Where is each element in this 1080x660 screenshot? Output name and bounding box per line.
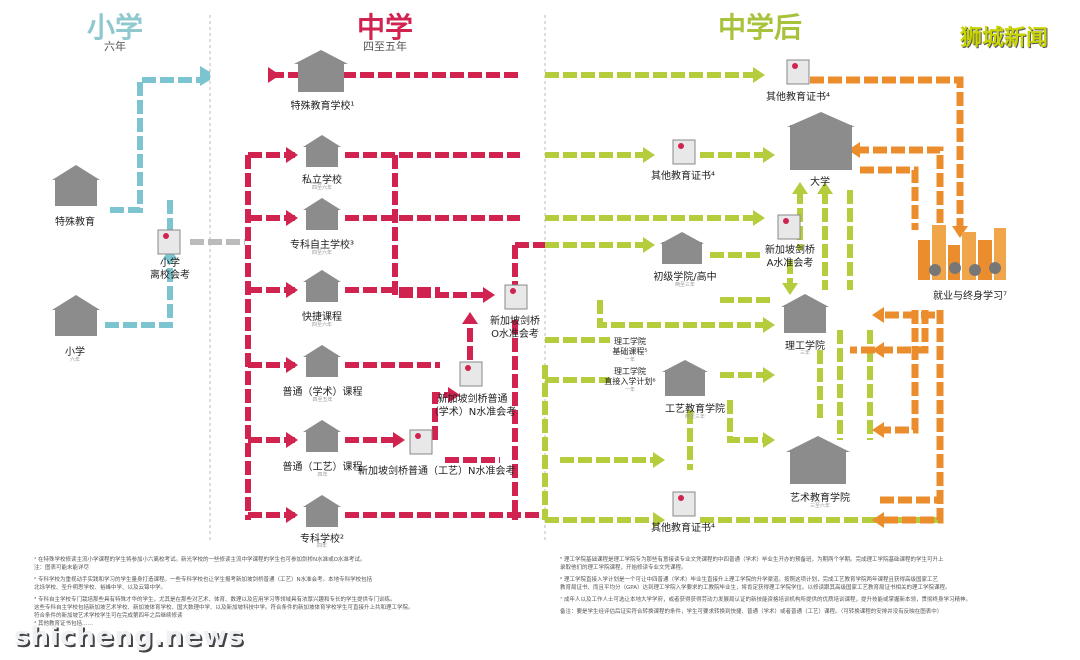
note-line: 备注：要是学生经评估后证实符合转换课程的条件，学生可要求转换到快捷、普通（学术）… [560, 609, 943, 615]
note-line: 注：图表可能未能详尽 [34, 565, 90, 571]
primary-school-sub: 六年 [69, 357, 80, 363]
ite-label: 工艺教育学院 [665, 404, 725, 415]
specialised-school-label: 专科学校² [299, 534, 344, 545]
note-line: ⁶ 理工学院直接入学计划是一个可让中四普通（学术）毕业生直接升上理工学院的升学渠… [560, 577, 938, 583]
col-secondary-sub: 四至五年 [363, 40, 407, 53]
normal-academic-icon [303, 345, 341, 377]
teal-flows [105, 77, 200, 328]
other-cert-bottom-label: 其他教育证书⁴ [650, 523, 715, 534]
poly-foundation-label-1: 理工学院 [614, 337, 646, 346]
other-cert-mid-icon [672, 139, 696, 165]
a-level-label-2: A水准会考 [766, 258, 814, 269]
n-tech-label: 新加坡剑桥普通（工艺）N水准会考 [358, 466, 516, 477]
n-tech-cert-icon [409, 429, 433, 455]
note-line: ³ 专科自主学校专门栽培那些具有特殊才华的学生，尤其是在那些对艺术、体育、数理以… [34, 597, 396, 603]
col-primary-title: 小学 [86, 11, 143, 44]
note-line: ⁵ 理工学院基础课程是理工学院专为那些有意接读专业文凭课程的中四普通（学术）毕业… [560, 557, 944, 563]
special-ed-school-label: 特殊教育学校¹ [290, 101, 355, 112]
notes-right: ⁵ 理工学院基础课程是理工学院专为那些有意接读专业文凭课程的中四普通（学术）毕业… [560, 556, 1065, 616]
a-level-label-1: 新加坡剑桥 [765, 245, 815, 256]
jc-icon [660, 232, 704, 264]
col-secondary-title: 中学 [356, 11, 413, 44]
ite-icon [662, 360, 708, 396]
poly-direct-label-2: 直接入学计划⁶ [604, 377, 656, 386]
primary-school-label: 小学 [65, 347, 85, 358]
specialised-school-sub: 四年 [316, 543, 327, 549]
ite-sub: 两至三年 [684, 414, 705, 420]
poly-foundation-label-2: 基础课程⁵ [612, 347, 648, 356]
orange-flows [810, 76, 964, 524]
specialised-indep-icon [303, 198, 341, 230]
red-flows [245, 72, 545, 520]
watermark-bottom: shicheng.news [14, 622, 245, 652]
building-icons [52, 50, 855, 527]
normal-technical-sub: 四年 [317, 472, 328, 478]
o-level-cert-icon [504, 284, 528, 310]
watermark-top: 狮城新闻 [960, 26, 1049, 51]
special-ed-label: 特殊教育 [55, 217, 95, 228]
o-level-label-1: 新加坡剑桥 [490, 316, 540, 327]
note-line: 教育局证书、而且平均分（GPA）达到理工学院入学要求的工教院毕业生，将肯定获得理… [560, 585, 951, 591]
note-line: ² 专科学校为重视动手实践和学习的学生量身打造课程。一些专科学校也让学生报考新加… [34, 577, 373, 583]
n-acad-label-1: 新加坡剑桥普通 [437, 394, 508, 405]
n-acad-label-2: （学术）N水准会考 [428, 407, 517, 418]
normal-technical-label: 普通（工艺）课程 [282, 462, 363, 473]
note-line: 录取他们的理工学院课程，开始修读专业文凭课程。 [560, 565, 687, 571]
arrowheads [162, 66, 968, 528]
jc-label: 初级学院/高中 [653, 272, 717, 283]
specialised-school-icon [303, 495, 341, 527]
jc-sub: 两至三年 [674, 282, 695, 288]
note-line: 这些专科自主学校包括新加坡艺术学校、新加坡体育学校、国大数理中学、以及新加坡科技… [34, 605, 414, 611]
arts-label: 艺术教育学院 [790, 493, 850, 504]
a-level-cert-icon [777, 214, 801, 240]
other-cert-bottom-icon [672, 491, 696, 517]
university-icon [787, 112, 855, 170]
other-cert-top-icon [786, 59, 810, 85]
note-line: ⁴ 其他教育证书包括…… [34, 621, 93, 627]
private-school-icon [303, 135, 341, 167]
polytechnic-sub: 三年 [799, 350, 810, 356]
specialised-indep-label: 专科自主学校³ [289, 240, 354, 251]
notes-left: ¹ 在特殊学校修读主流小学课程的学生将参加小六离校考试。新光学校的一些修读主流中… [34, 556, 534, 628]
certificate-icons [157, 59, 810, 517]
specialised-indep-sub: 四至六年 [311, 250, 332, 256]
other-cert-mid-label: 其他教育证书⁴ [650, 171, 715, 182]
express-sub: 四至六年 [311, 322, 332, 328]
express-label: 快捷课程 [302, 312, 342, 323]
poly-foundation-sub: 一年 [624, 357, 635, 363]
psle-cert-icon [157, 229, 181, 255]
private-school-sub: 四至六年 [311, 185, 332, 191]
normal-technical-icon [303, 420, 341, 452]
other-cert-top-label: 其他教育证书⁴ [765, 92, 830, 103]
col-primary-sub: 六年 [104, 40, 126, 53]
private-school-label: 私立学校 [302, 175, 342, 186]
poly-direct-label-1: 理工学院 [614, 367, 646, 376]
arts-sub: 三至六年 [809, 503, 830, 509]
express-icon [303, 270, 341, 302]
col-post-title: 中学后 [717, 11, 802, 44]
poly-direct-sub: 一年 [624, 387, 635, 393]
arts-icon [786, 436, 850, 484]
polytechnic-label: 理工学院 [785, 341, 825, 352]
career-cityscape-icon [918, 225, 1006, 280]
note-line: ⁷ 成年人以及工作人士可选让本地大学学府，或者获得获得劳动力发展局认证的新技能资… [560, 597, 971, 603]
green-flows [542, 72, 940, 523]
special-ed-icon [52, 165, 100, 206]
career-label: 就业与终身学习⁷ [932, 291, 1007, 302]
note-line: 符合条件的新加坡艺术学校学生可在完成第四年之后继续修读 [34, 613, 183, 619]
polytechnic-icon [781, 294, 829, 333]
primary-school-icon [52, 295, 100, 336]
university-label: 大学 [810, 177, 830, 188]
o-level-label-2: O水准会考 [491, 329, 539, 340]
note-line: ¹ 在特殊学校修读主流小学课程的学生将参加小六离校考试。新光学校的一些修读主流中… [34, 557, 366, 563]
normal-academic-sub: 四至五年 [312, 397, 333, 403]
normal-academic-label: 普通（学术）课程 [282, 387, 363, 398]
psle-label: 小学 离校会考 [150, 258, 190, 281]
n-acad-cert-icon [459, 361, 483, 387]
special-ed-school-icon [294, 50, 348, 92]
note-line: 北烁学校、圣升明思学校、裕峰中学、以及云锦中学。 [34, 585, 167, 591]
